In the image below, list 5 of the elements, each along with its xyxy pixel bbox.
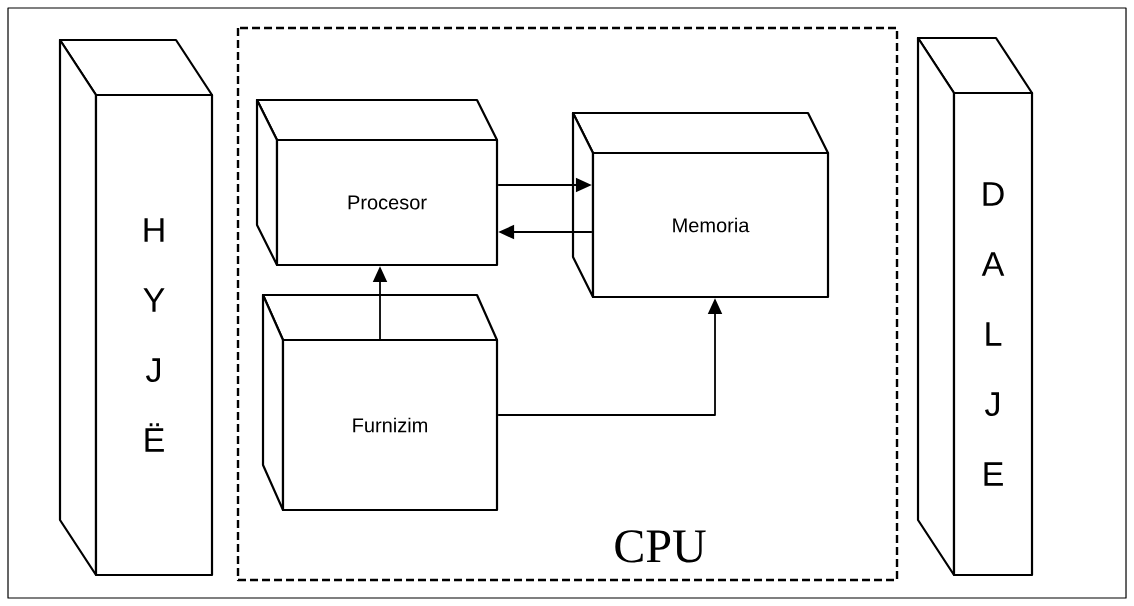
pillar-box: H Y J Ë: [58, 38, 214, 577]
block-box: Memoria: [571, 111, 830, 299]
pillar-box: D A L J E: [916, 36, 1034, 577]
block-box: Furnizim: [261, 293, 499, 512]
block-box: Procesor: [255, 98, 499, 267]
